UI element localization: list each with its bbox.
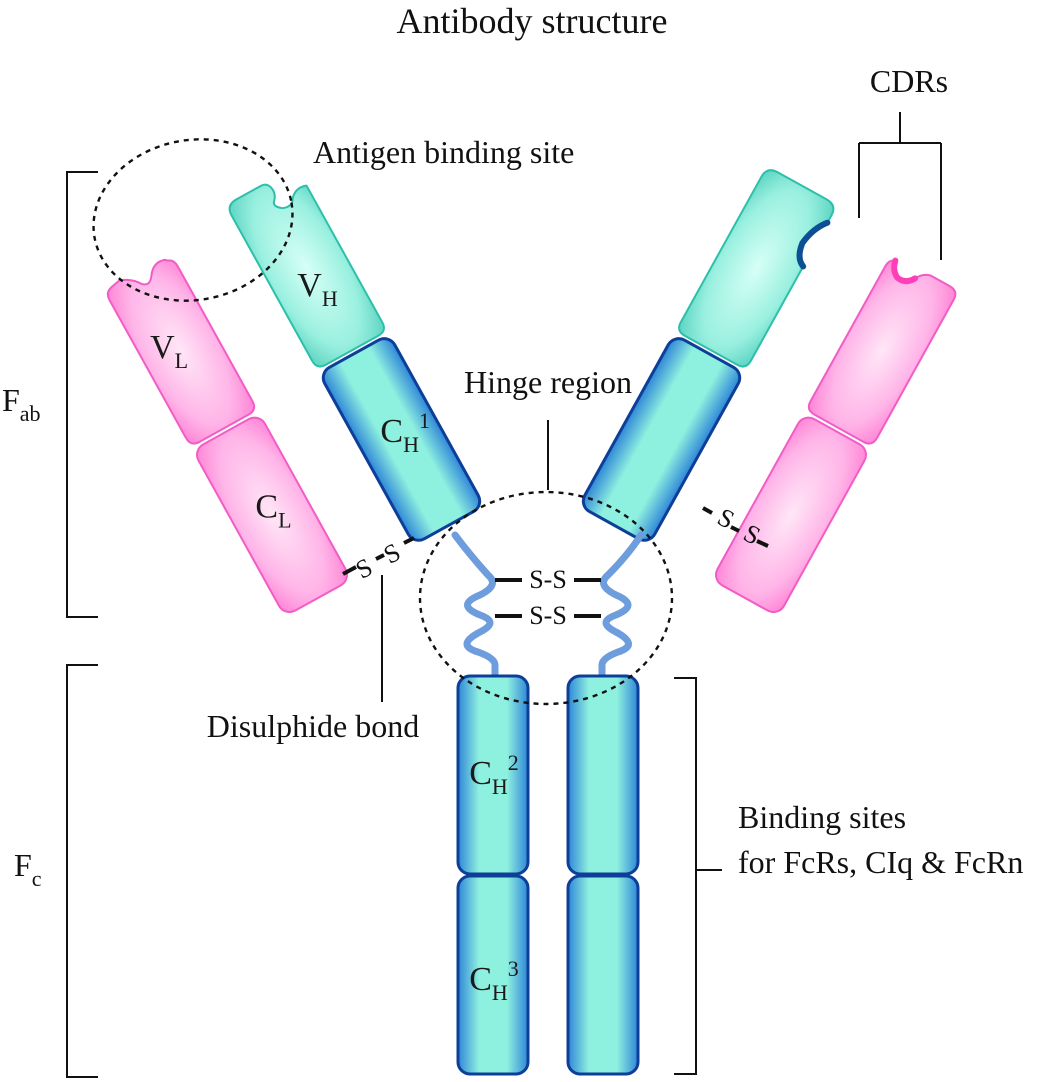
- vh-label: VH: [297, 267, 338, 311]
- fc-right-chain: [566, 674, 640, 1076]
- cdr-light-loop: [891, 257, 919, 285]
- ch3-domain-left: CH3: [456, 874, 530, 1076]
- hinge-region: S-S S-S: [451, 531, 645, 682]
- left-heavy-chain-fab: VH CH1: [228, 183, 482, 542]
- cl-domain-right: [714, 416, 867, 614]
- diagram-title: Antibody structure: [397, 1, 668, 41]
- vl-domain-right: [807, 259, 957, 445]
- disulphide-bond-left-fab: S S: [342, 536, 415, 585]
- binding-sites-bracket: [674, 677, 722, 1075]
- ch3-label: CH3: [469, 956, 519, 1005]
- ch3-domain-right: [566, 874, 640, 1076]
- vh-domain-left: VH: [228, 183, 385, 368]
- right-arm: [581, 169, 957, 614]
- fab-bracket: [66, 171, 98, 618]
- disulphide-bond-label: Disulphide bond: [207, 708, 419, 744]
- hinge-region-circle: [418, 490, 674, 706]
- hinge-disulphide-bond-2: S-S: [495, 601, 601, 630]
- hinge-left-strand: [451, 531, 499, 682]
- ch1-domain-left: CH1: [321, 337, 482, 542]
- vl-domain-left: VL: [106, 258, 256, 445]
- hinge-right-strand: [598, 531, 645, 682]
- ch2-domain-right: [566, 674, 640, 876]
- cl-label: CL: [255, 488, 291, 532]
- fc-bracket: [66, 664, 98, 1078]
- vl-label: VL: [150, 329, 188, 373]
- fab-label: Fab: [2, 382, 41, 426]
- hinge-region-label: Hinge region: [464, 364, 632, 400]
- vh-domain-right: [678, 169, 835, 368]
- right-heavy-chain-fab: [581, 169, 835, 542]
- ch2-label: CH2: [469, 750, 519, 799]
- svg-text:S: S: [379, 537, 405, 569]
- ch1-label: CH1: [380, 408, 430, 457]
- antigen-binding-site-label: Antigen binding site: [313, 134, 574, 170]
- fc-left-chain: CH2 CH3: [456, 674, 530, 1076]
- ch1-domain-right: [581, 337, 742, 542]
- hinge-disulphide-bond-1: S-S: [495, 565, 601, 594]
- cdrs-label: CDRs: [870, 63, 948, 99]
- cl-domain-left: CL: [196, 416, 349, 614]
- binding-sites-label-line2: for FcRs, CIq & FcRn: [738, 844, 1023, 880]
- binding-sites-label-line1: Binding sites: [738, 799, 906, 835]
- antigen-binding-site-circle: [92, 138, 294, 302]
- svg-text:S: S: [351, 552, 377, 584]
- left-light-chain: VL CL: [106, 258, 349, 614]
- ch2-domain-left: CH2: [456, 674, 530, 876]
- fc-label: Fc: [14, 847, 42, 891]
- svg-text:S-S: S-S: [529, 601, 567, 630]
- cdrs-leader-bracket: [858, 112, 942, 260]
- right-light-chain: [714, 257, 957, 614]
- svg-text:S-S: S-S: [529, 565, 567, 594]
- cdr-heavy-loop: [796, 219, 831, 270]
